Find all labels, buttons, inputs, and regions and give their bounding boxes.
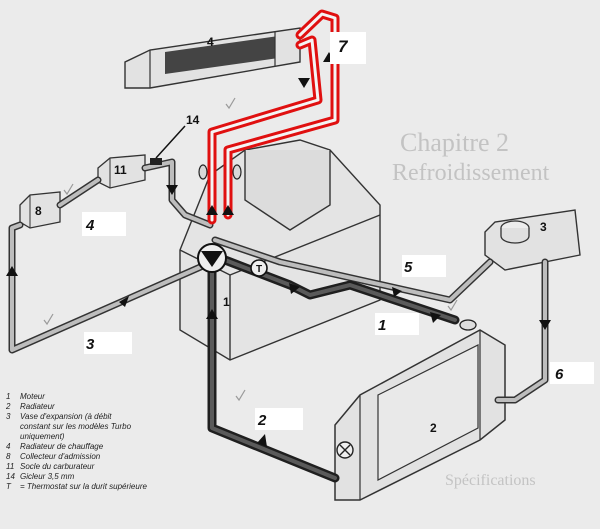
legend-text: = Thermostat sur la durit supérieure (20, 482, 147, 491)
legend-key: 8 (6, 452, 11, 461)
hose-3 (8, 221, 209, 354)
valve-pair (198, 164, 242, 180)
hose-label-1: 1 (378, 317, 386, 334)
component-1-label: 1 (223, 295, 230, 309)
hose-label-2: 2 (257, 412, 267, 429)
ghost-subheading: Refroidissement (392, 160, 550, 186)
component-3-label: 3 (540, 220, 547, 234)
legend-row: 8 Collecteur d'admission (6, 452, 147, 462)
engine-block (179, 139, 381, 361)
legend-row: 4 Radiateur de chauffage (6, 442, 147, 452)
legend-key (6, 432, 20, 442)
legend-key: 3 (6, 412, 11, 421)
legend-key (6, 422, 20, 432)
legend-row: 2 Radiateur (6, 402, 147, 412)
hose-label-7: 7 (338, 37, 349, 56)
legend-row: 3 Vase d'expansion (à débit (6, 412, 147, 422)
legend-key: 11 (6, 462, 15, 471)
legend-text: Vase d'expansion (à débit (20, 412, 112, 421)
component-8-label: 8 (35, 204, 42, 218)
ghost-section: Spécifications (445, 472, 536, 489)
legend-row: 11 Socle du carburateur (6, 462, 147, 472)
legend-row: 1 Moteur (6, 392, 147, 402)
component-14-label: 14 (186, 113, 200, 127)
radiator-cap (459, 319, 477, 331)
legend-text: Radiateur (20, 402, 55, 411)
hose-label-5: 5 (404, 259, 413, 276)
legend-text: constant sur les modèles Turbo (20, 422, 132, 431)
legend-text: Socle du carburateur (20, 462, 95, 471)
thermostat-label: T (256, 264, 262, 275)
hose-label-4: 4 (85, 217, 95, 234)
nozzle-14 (150, 125, 186, 165)
check-marks (43, 97, 458, 402)
main-radiator (334, 329, 506, 501)
hose-label-6: 6 (555, 366, 564, 383)
hose-7-highlight (207, 9, 340, 225)
legend-row: 14 Gicleur 3,5 mm (6, 472, 147, 482)
legend: 1 Moteur 2 Radiateur 3 Vase d'expansion (à dé… (6, 392, 147, 492)
legend-key: T (6, 482, 11, 491)
legend-text: Gicleur 3,5 mm (20, 472, 75, 481)
ghost-heading: Chapitre 2 (400, 128, 510, 157)
component-4-label: 4 (207, 35, 214, 49)
legend-key: 1 (6, 392, 11, 401)
legend-text: Collecteur d'admission (20, 452, 101, 461)
component-2-label: 2 (430, 421, 437, 435)
heater-radiator (124, 27, 301, 89)
legend-key: 2 (6, 402, 11, 411)
thermostat-icon: T (250, 259, 268, 277)
legend-text: Moteur (20, 392, 45, 401)
legend-text: uniquement) (20, 432, 65, 441)
component-11-label: 11 (114, 163, 127, 177)
hose-label-3: 3 (86, 336, 95, 353)
expansion-tank (484, 209, 581, 271)
legend-text: Radiateur de chauffage (20, 442, 104, 451)
legend-row: T = Thermostat sur la durit supérieure (6, 482, 147, 492)
legend-key: 14 (6, 472, 15, 481)
legend-key: 4 (6, 442, 11, 451)
water-pump-icon (197, 243, 227, 273)
label-boxes (82, 32, 594, 430)
legend-row: uniquement) (6, 432, 147, 442)
legend-row: constant sur les modèles Turbo (6, 422, 147, 432)
